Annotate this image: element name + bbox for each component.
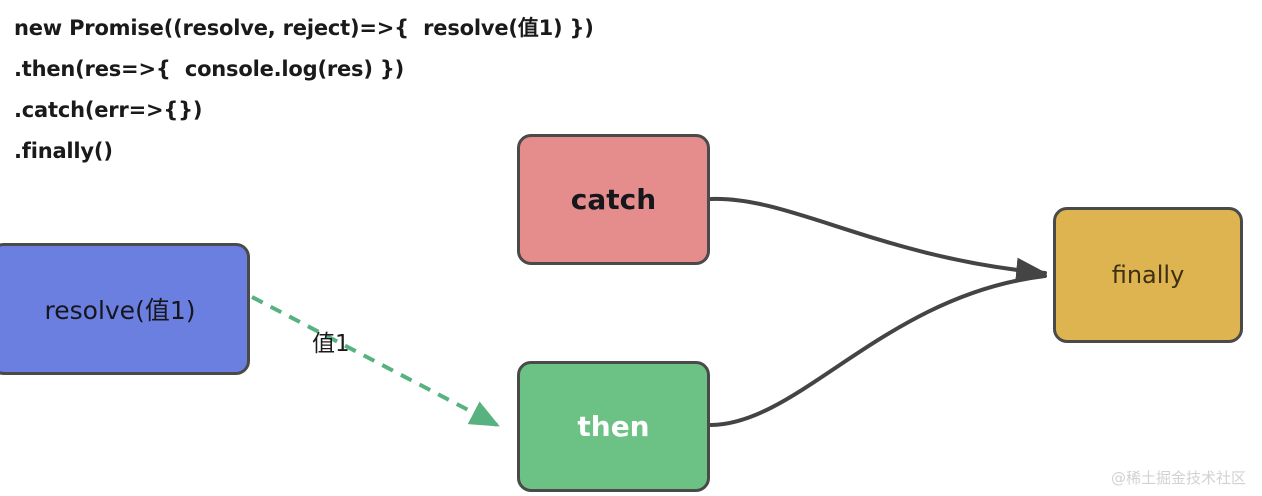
code-line-1: new Promise((resolve, reject)=>{ resolve…: [14, 16, 594, 40]
edge-label-value1: 值1: [312, 331, 350, 357]
node-resolve[interactable]: resolve(值1): [0, 243, 250, 375]
code-line-4: .finally(): [14, 139, 113, 163]
node-finally[interactable]: finally: [1053, 207, 1243, 343]
node-finally-label: finally: [1111, 261, 1185, 289]
edge-resolve-to-then: [251, 295, 500, 427]
node-then-label: then: [577, 410, 650, 443]
watermark: @稀土掘金技术社区: [1110, 469, 1246, 487]
node-catch[interactable]: catch: [517, 134, 710, 265]
node-resolve-label: resolve(值1): [44, 296, 196, 325]
edge-then-to-finally: [709, 274, 1047, 427]
code-line-2: .then(res=>{ console.log(res) }): [14, 57, 405, 81]
code-line-3: .catch(err=>{}): [14, 98, 203, 122]
node-catch-label: catch: [570, 183, 657, 216]
code-listing: new Promise((resolve, reject)=>{ resolve…: [14, 8, 714, 172]
edge-catch-to-finally: [709, 196, 1047, 284]
node-then[interactable]: then: [517, 361, 710, 492]
